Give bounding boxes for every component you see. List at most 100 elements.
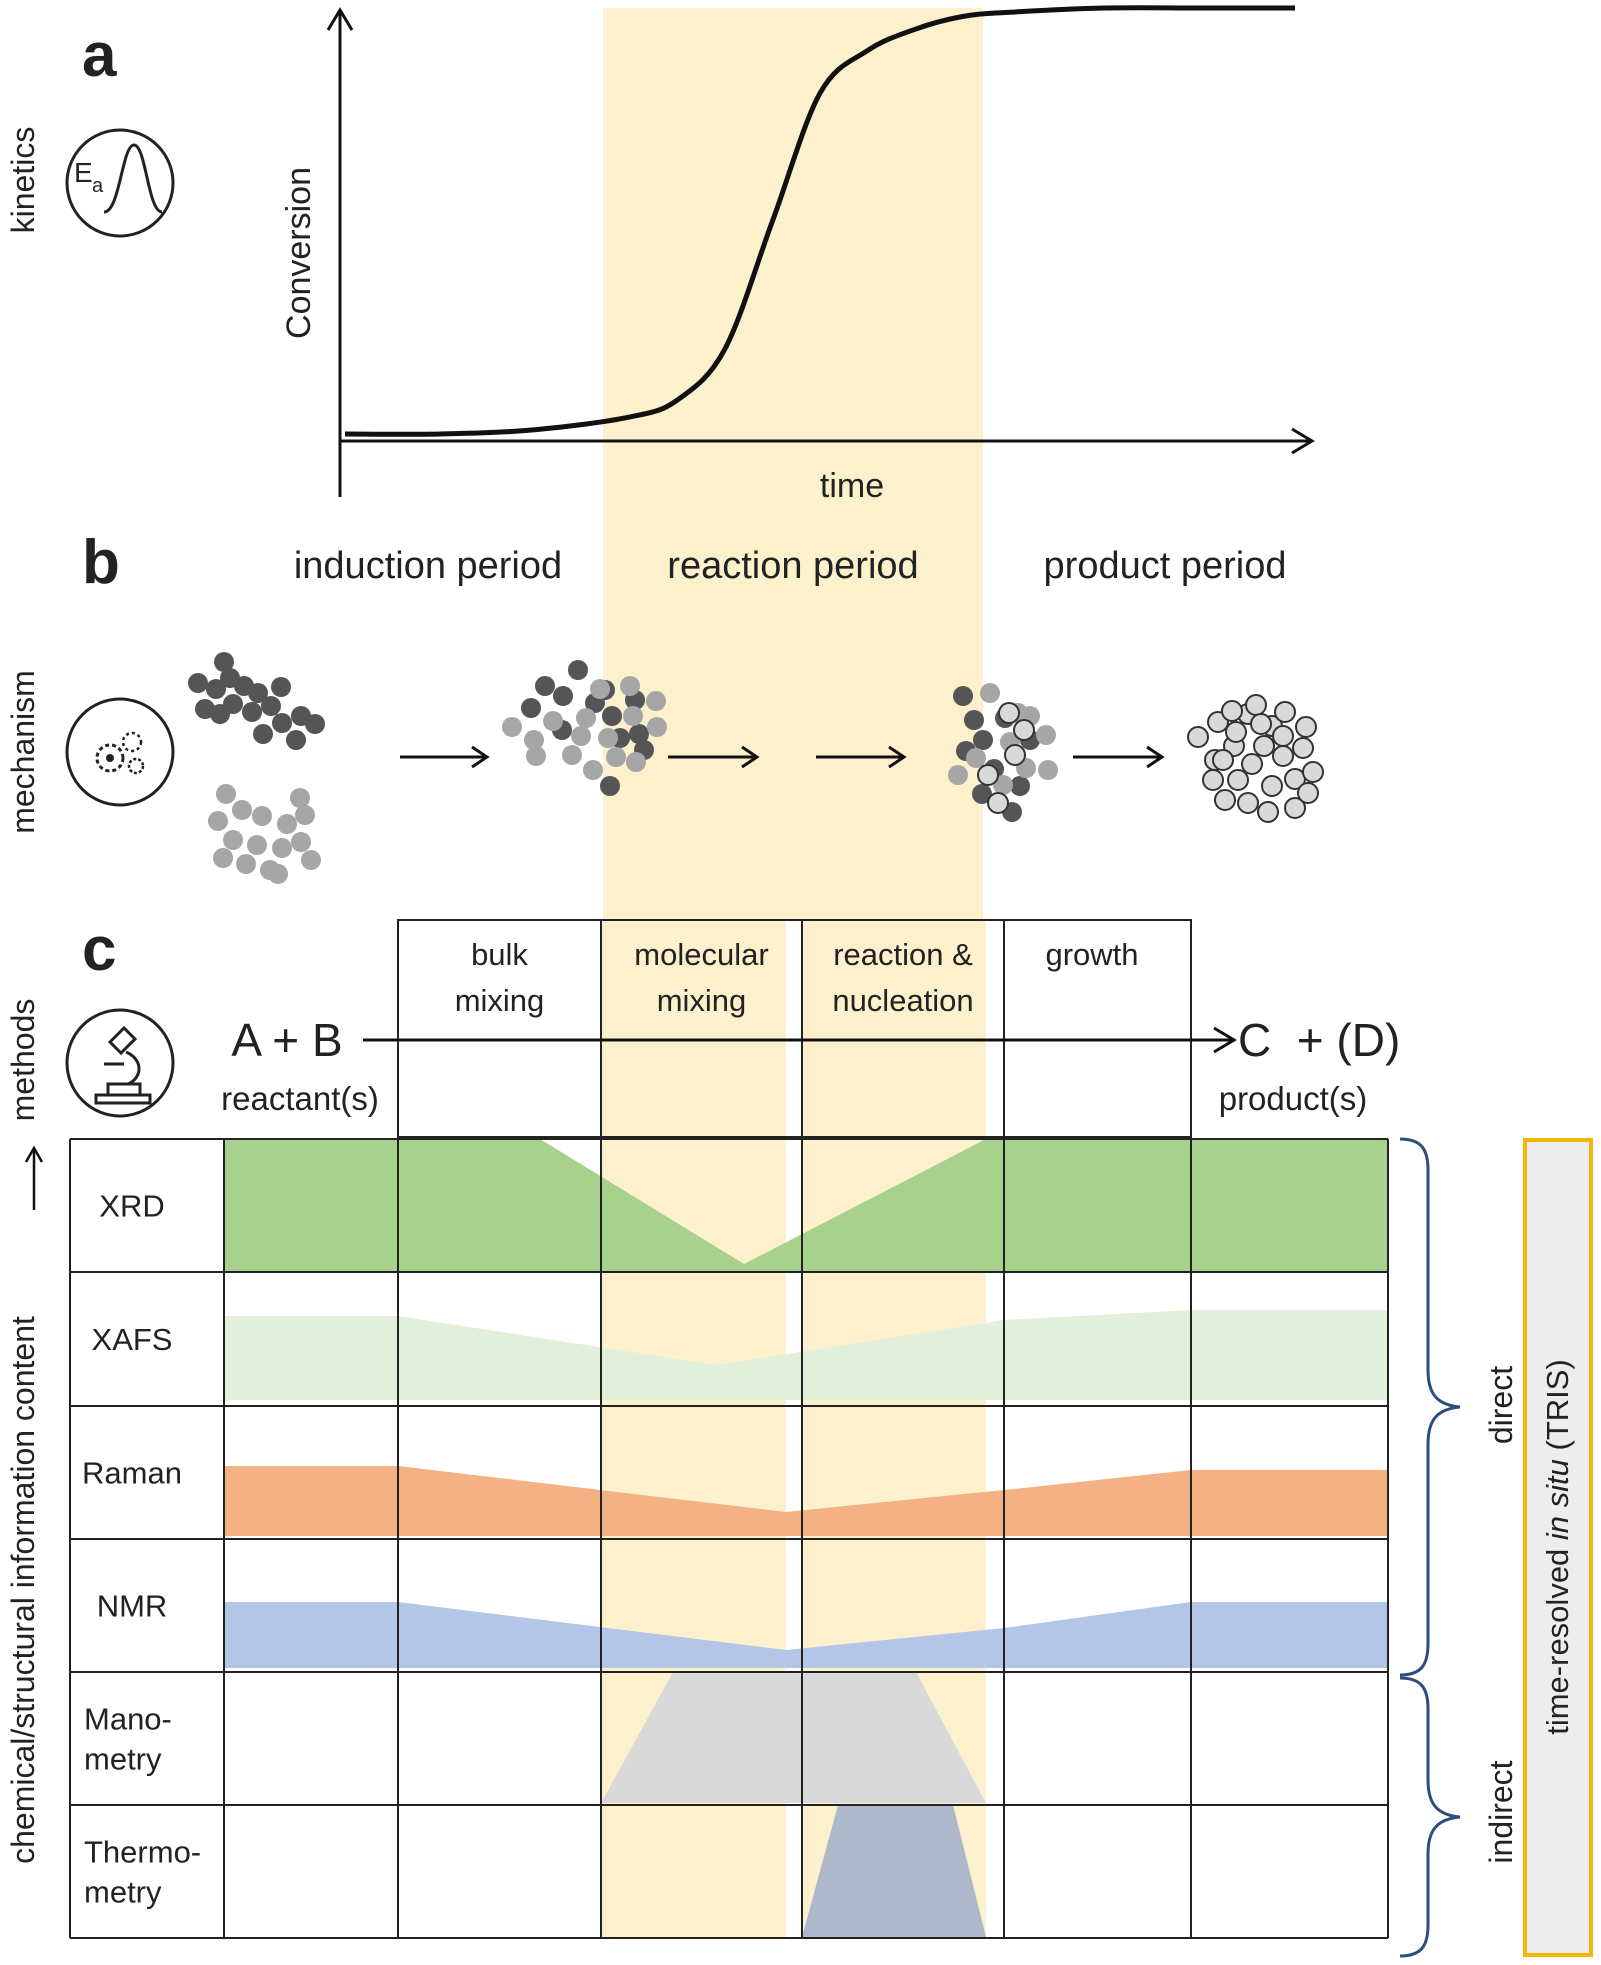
tris-box [1523,1138,1593,1957]
particle [1225,721,1247,743]
indirect-brace [1399,1676,1461,1958]
particle [524,730,544,750]
particle [526,746,546,766]
mechanism-arrowhead [888,745,907,769]
methods-grid [69,1138,1389,1939]
particle [188,673,208,693]
particle [987,792,1009,814]
methods-arrow [24,1145,44,1210]
microscope-icon [65,1008,175,1118]
particle [271,677,291,697]
particle [236,854,256,874]
particle [1038,760,1058,780]
particle [277,814,297,834]
particle [1302,761,1324,783]
reaction-period-label: reaction period [667,545,918,587]
particle [598,728,618,748]
particle [948,765,968,785]
mechanism-arrowhead [471,745,490,769]
particle [590,679,610,699]
particle [562,745,582,765]
stage-molecular-mixing-label: mixing [657,983,747,1018]
particle [1004,744,1026,766]
particle [1257,801,1279,823]
mechanism-particles [188,652,1324,884]
particle [305,714,325,734]
tris-label-prefix: time-resolved [1540,1540,1575,1735]
particle [977,764,999,786]
particle [1274,701,1296,723]
nmr-band [224,1602,1388,1668]
kinetics-side-label: kinetics [5,127,41,234]
methods-side-label: methods [5,999,41,1122]
mechanism-side-label: mechanism [5,670,41,834]
particle [286,730,306,750]
particle [964,710,984,730]
products: C + (D) [1238,1014,1400,1066]
particle [1010,776,1030,796]
information-content-side-label: chemical/structural information content [5,1316,41,1864]
particle [272,838,292,858]
particle [252,806,272,826]
particle [553,686,573,706]
reactants-caption: reactant(s) [221,1080,379,1117]
induction-period-label: induction period [294,545,562,587]
particle [543,711,563,731]
particle [568,660,588,680]
method-label-manometry: metry [84,1742,162,1777]
particle [535,676,555,696]
method-label-manometry: Mano- [84,1702,172,1737]
panel-a-label: a [82,21,117,90]
particle [973,730,993,750]
method-information-bands [224,1139,1388,1937]
stage-reaction-nucleation-label: nucleation [832,983,973,1018]
reaction-arrowhead [1213,1026,1237,1054]
particle [1202,769,1224,791]
particle [600,776,620,796]
particle [620,676,640,696]
x-axis-label: time [820,467,884,505]
particle [1297,782,1319,804]
particle [242,702,262,722]
kinetics-icon: E a [65,128,175,238]
indirect-label: indirect [1483,1760,1519,1863]
particle [1272,745,1294,767]
particle [268,864,288,884]
y-axis-label: Conversion [280,167,318,339]
particle [1227,769,1249,791]
particle [606,747,626,767]
particle [1261,775,1283,797]
particle [214,652,234,672]
particle [1036,725,1056,745]
particle [248,683,268,703]
particle [1221,700,1243,722]
tris-label-suffix: (TRIS) [1540,1359,1575,1459]
activation-energy-symbol: E [74,157,93,188]
particle [220,668,240,688]
method-label-raman: Raman [82,1456,182,1491]
particle [295,805,315,825]
mechanism-arrows [400,745,1165,769]
particle [972,784,992,804]
particle [1292,737,1314,759]
particle [1245,694,1267,716]
conversion-curve [344,5,1295,437]
reaction-period-highlight [603,8,983,920]
mechanism-arrowhead [1146,745,1165,769]
particle [629,724,649,744]
particle [998,702,1020,724]
particle [602,706,622,726]
product-period-label: product period [1044,545,1287,587]
method-label-xrd: XRD [99,1189,164,1224]
x-axis-arrowhead [1291,427,1315,455]
particle [272,713,292,733]
particle [1187,726,1209,748]
particle [966,748,986,768]
particle [1013,719,1035,741]
particle [521,698,541,718]
xrd-band [224,1139,1388,1272]
particle [993,775,1013,795]
particle [1250,713,1272,735]
